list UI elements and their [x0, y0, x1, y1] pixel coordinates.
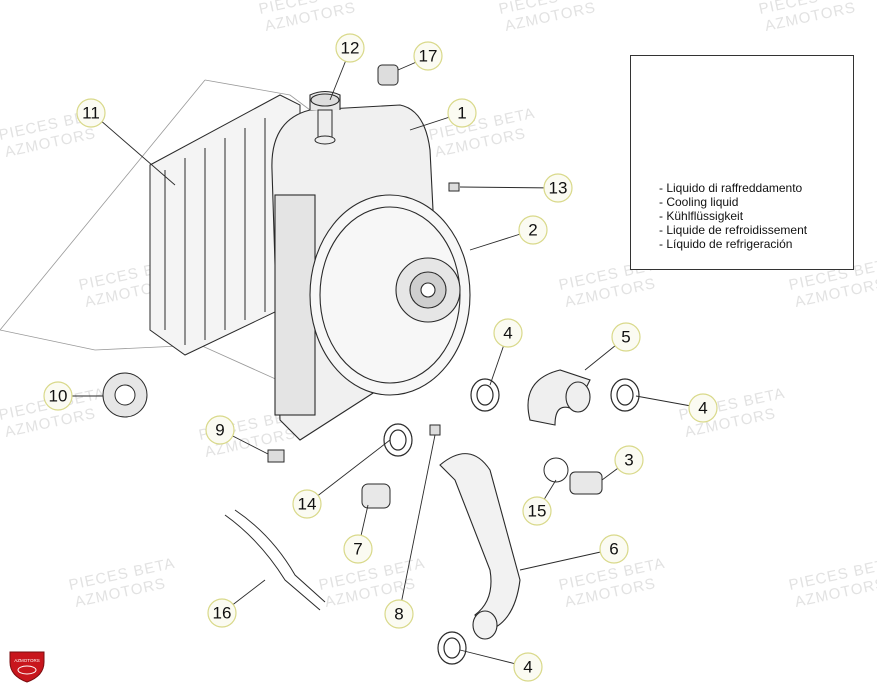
svg-text:AZMOTORS: AZMOTORS — [14, 658, 39, 663]
hose-clamps-part — [383, 378, 640, 665]
screw-part — [448, 182, 460, 192]
callout-number: 1 — [457, 104, 466, 123]
lower-hose-part — [439, 453, 521, 640]
callout-bubble — [343, 534, 373, 564]
callout-bubble — [205, 415, 235, 445]
callout-bubble — [292, 489, 322, 519]
callout-bubble — [413, 41, 443, 71]
callout-bubble — [335, 33, 365, 63]
callout-bubble — [688, 393, 718, 423]
callout-bubble — [43, 381, 73, 411]
legend-item-italian: Liquido di raffreddamento — [659, 181, 807, 195]
coolant-legend-list: Liquido di raffreddamento Cooling liquid… — [659, 181, 807, 251]
callout-bubble — [543, 173, 573, 203]
callout-bubble — [599, 534, 629, 564]
callout-bubble — [522, 496, 552, 526]
part-callout-17: 17 — [413, 41, 443, 71]
callout-number: 17 — [419, 47, 438, 66]
part-callout-6: 6 — [599, 534, 629, 564]
callout-number: 12 — [341, 39, 360, 58]
overflow-hose-part — [224, 509, 326, 611]
legend-item-english: Cooling liquid — [659, 195, 807, 209]
clip-part — [377, 64, 399, 86]
part-callout-4: 4 — [513, 652, 543, 682]
callout-bubble — [518, 215, 548, 245]
leader-lines — [60, 49, 703, 668]
part-callout-15: 15 — [522, 496, 552, 526]
part-callout-5: 5 — [611, 322, 641, 352]
callout-bubble — [493, 318, 523, 348]
callout-number: 9 — [215, 421, 224, 440]
part-callout-16: 16 — [207, 598, 237, 628]
legend-item-spanish: Líquido de refrigeración — [659, 237, 807, 251]
callout-number: 8 — [394, 605, 403, 624]
callout-number: 4 — [523, 658, 532, 677]
cooling-fan-part — [309, 194, 471, 396]
part-callout-10: 10 — [43, 381, 73, 411]
callout-bubble — [611, 322, 641, 352]
callout-number: 16 — [213, 604, 232, 623]
callout-number: 6 — [609, 540, 618, 559]
part-callout-2: 2 — [518, 215, 548, 245]
part-callout-13: 13 — [543, 173, 573, 203]
callout-bubble — [447, 98, 477, 128]
legend-item-german: Kühlflüssigkeit — [659, 209, 807, 223]
callout-bubble — [207, 598, 237, 628]
part-callout-9: 9 — [205, 415, 235, 445]
part-callout-4: 4 — [688, 393, 718, 423]
callout-number: 2 — [528, 221, 537, 240]
coolant-legend-box: Liquido di raffreddamento Cooling liquid… — [630, 55, 854, 270]
callout-bubble — [513, 652, 543, 682]
radiator-cap-part — [314, 109, 336, 145]
upper-hose-part — [527, 369, 591, 426]
callout-number: 13 — [549, 179, 568, 198]
part-callout-4: 4 — [493, 318, 523, 348]
part-callout-1: 1 — [447, 98, 477, 128]
part-callout-11: 11 — [76, 98, 106, 128]
callout-number: 4 — [698, 399, 707, 418]
callout-bubble — [614, 445, 644, 475]
filler-cap-part — [102, 372, 148, 418]
part-callout-8: 8 — [384, 599, 414, 629]
callout-number: 4 — [503, 324, 512, 343]
callout-number: 7 — [353, 540, 362, 559]
screw-part-small — [429, 424, 441, 436]
callout-bubble — [384, 599, 414, 629]
thermostat-part — [543, 457, 603, 495]
part-callout-7: 7 — [343, 534, 373, 564]
callout-number: 10 — [49, 387, 68, 406]
callout-bubble — [76, 98, 106, 128]
callout-number: 14 — [298, 495, 317, 514]
part-callout-12: 12 — [335, 33, 365, 63]
part-callout-14: 14 — [292, 489, 322, 519]
callout-number: 3 — [624, 451, 633, 470]
callout-number: 15 — [528, 502, 547, 521]
bushing-part — [361, 483, 391, 509]
azmotors-logo: AZMOTORS — [9, 651, 45, 683]
bolt-part — [267, 449, 285, 463]
callout-number: 5 — [621, 328, 630, 347]
part-callout-3: 3 — [614, 445, 644, 475]
callout-number: 11 — [82, 104, 100, 123]
legend-item-french: Liquide de refroidissement — [659, 223, 807, 237]
